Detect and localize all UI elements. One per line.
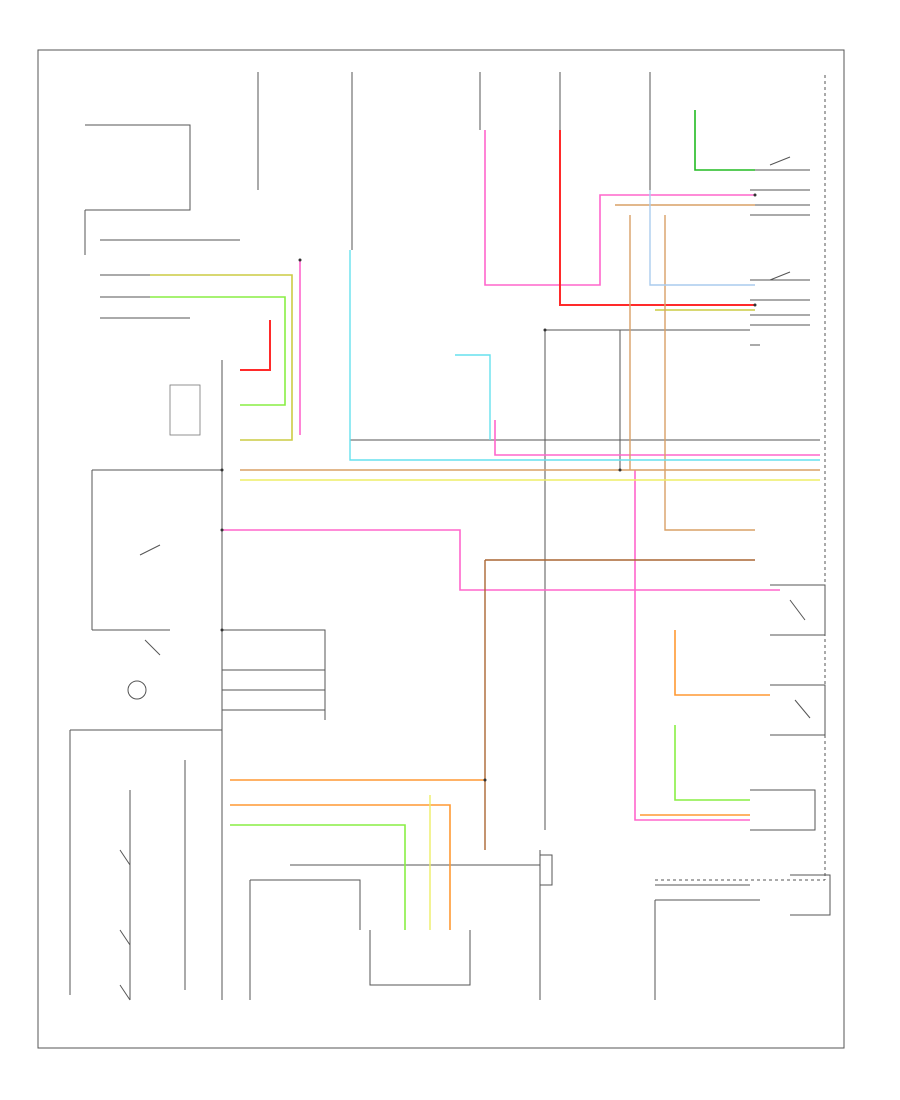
resistor-block	[169, 384, 201, 436]
brown-wires	[484, 559, 755, 850]
light-green-wires	[150, 296, 750, 930]
pink-wires	[222, 130, 820, 821]
red-wires	[240, 130, 755, 371]
yellow-green-wires	[150, 274, 755, 441]
black-wires	[69, 72, 831, 1000]
switch-symbols	[119, 156, 811, 1001]
blower-motor-symbol	[127, 680, 147, 700]
junction-dots	[220, 193, 757, 782]
light-blue-wires	[649, 190, 755, 286]
module-box	[539, 854, 553, 886]
green-wires	[694, 110, 755, 171]
diagram-border	[37, 49, 845, 1049]
cyan-wires	[349, 250, 820, 461]
yellow-wires	[240, 479, 820, 930]
orange-wires	[230, 630, 770, 930]
tan-wires	[240, 204, 820, 531]
